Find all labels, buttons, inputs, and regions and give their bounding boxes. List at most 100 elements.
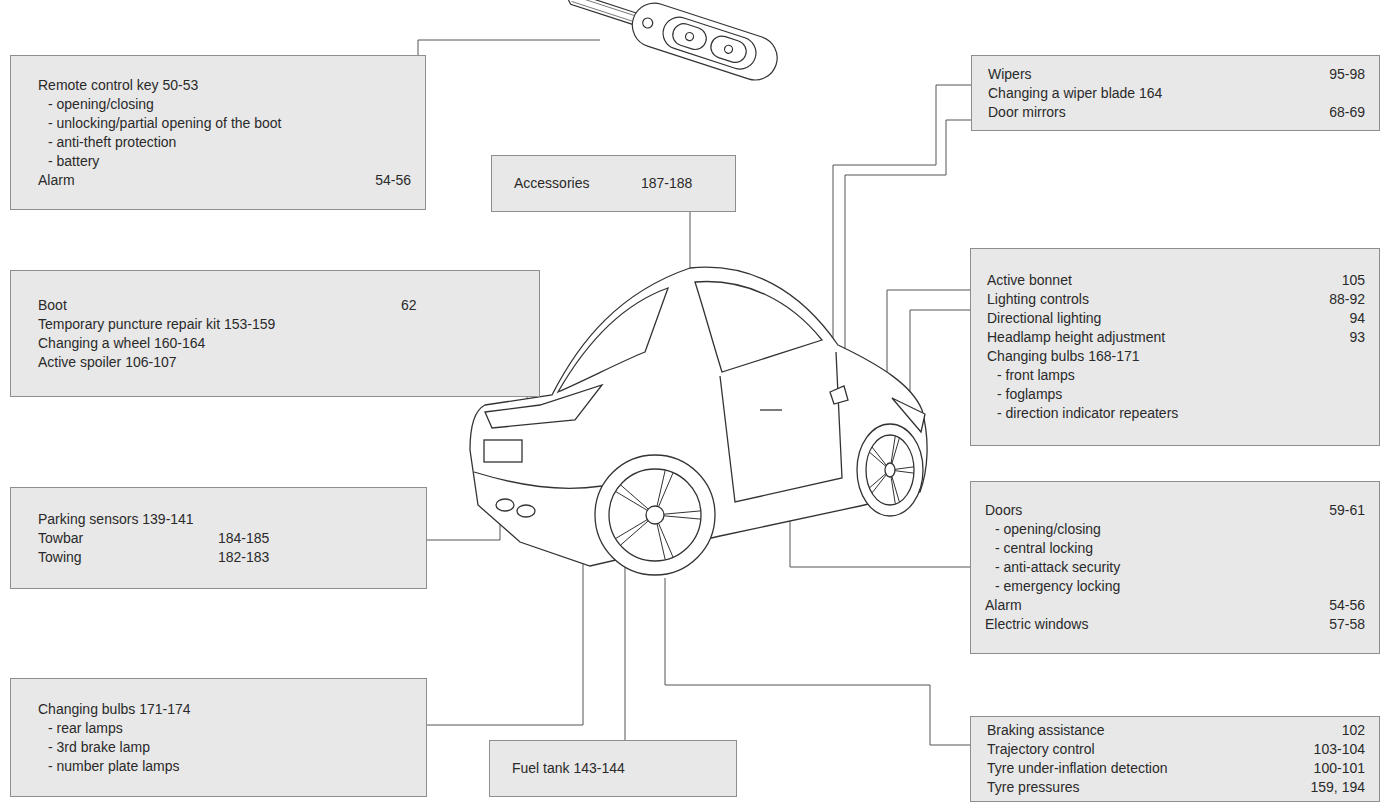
entry-text: - opening/closing (48, 95, 154, 114)
entry-text: Boot (38, 296, 67, 315)
index-row: - battery (38, 152, 411, 171)
wheel-spoke (872, 447, 886, 465)
index-row: Alarm54-56 (38, 171, 411, 190)
wheel-spoke (664, 511, 701, 514)
wheel-spoke (620, 485, 648, 509)
index-row: Electric windows 57-58 (985, 615, 1365, 634)
index-row: Towing182-183 (38, 548, 412, 567)
page-number: 68-69 (1319, 103, 1365, 122)
leader-line (910, 310, 970, 408)
leader-line (845, 120, 971, 392)
entry-text: Trajectory control (987, 740, 1095, 759)
index-row: - central locking (985, 539, 1365, 558)
page-number: 105 (1332, 271, 1365, 290)
page-number: 182-183 (218, 548, 269, 567)
wheel-spoke (664, 516, 701, 519)
index-box: Boot62Temporary puncture repair kit 153-… (10, 270, 540, 397)
entry-text: - battery (48, 152, 99, 171)
index-box: Accessories187-188 (491, 155, 736, 212)
index-row: Tyre pressures159, 194 (987, 778, 1365, 797)
wheel-spoke (895, 471, 914, 474)
index-row: Lighting controls 88-92 (987, 290, 1365, 309)
index-row: - unlocking/partial opening of the boot (38, 114, 411, 133)
entry-text: - direction indicator repeaters (997, 404, 1178, 423)
index-row: - anti-theft protection (38, 133, 411, 152)
index-row: Headlamp height adjustment 93 (987, 328, 1365, 347)
index-row: Changing a wheel 160-164 (38, 334, 525, 353)
index-box: Braking assistance 102Trajectory control 1… (970, 716, 1380, 802)
wheel-spoke (616, 520, 648, 539)
page-number: 93 (1339, 328, 1365, 347)
wheel-spoke (895, 467, 914, 470)
entry-text: - 3rd brake lamp (48, 738, 150, 757)
entry-text: Towbar (38, 529, 83, 548)
index-row: - foglamps (987, 385, 1365, 404)
page-number: 95-98 (1319, 65, 1365, 84)
index-row: Changing bulbs 171-174 (38, 700, 412, 719)
index-row: Changing a wiper blade 164 (988, 84, 1365, 103)
index-row: - opening/closing (985, 520, 1365, 539)
index-box: Changing bulbs 171-174- rear lamps- 3rd … (10, 678, 427, 797)
index-row: Wipers95-98 (988, 65, 1365, 84)
entry-text: Headlamp height adjustment (987, 328, 1165, 347)
index-box: Remote control key 50-53- opening/closin… (10, 55, 426, 210)
leader-line (690, 212, 691, 270)
page-number: 103-104 (1304, 740, 1365, 759)
entry-text: Tyre under-inflation detection (987, 759, 1168, 778)
entry-text: Directional lighting (987, 309, 1101, 328)
entry-text: Alarm (985, 596, 1022, 615)
entry-text: Changing a wheel 160-164 (38, 334, 205, 353)
entry-text: - emergency locking (995, 577, 1120, 596)
index-row: Changing bulbs 168-171 (987, 347, 1365, 366)
index-row: - front lamps (987, 366, 1365, 385)
index-row: Door mirrors68-69 (988, 103, 1365, 122)
index-row: Boot62 (38, 296, 525, 315)
page-number: 88-92 (1319, 290, 1365, 309)
entry-text: Parking sensors 139-141 (38, 510, 194, 529)
entry-text: Temporary puncture repair kit 153-159 (38, 315, 275, 334)
index-row: Tyre under-inflation detection 100-101 (987, 759, 1365, 778)
entry-text: - opening/closing (995, 520, 1101, 539)
entry-text: Lighting controls (987, 290, 1089, 309)
leader-line (665, 578, 970, 745)
index-row: Active bonnet 105 (987, 271, 1365, 290)
remote-key (560, 0, 783, 86)
entry-text: Accessories (514, 174, 589, 193)
entry-text: Doors (985, 501, 1022, 520)
wheel-spoke (891, 477, 895, 504)
index-row: Fuel tank 143-144 (512, 759, 722, 778)
entry-text: Active bonnet (987, 271, 1072, 290)
entry-text: Fuel tank 143-144 (512, 759, 625, 778)
index-box: Fuel tank 143-144 (489, 740, 737, 797)
entry-text: - rear lamps (48, 719, 123, 738)
wheel-spoke (659, 473, 674, 507)
page-number: 59-61 (1319, 501, 1365, 520)
page-number: 100-101 (1304, 759, 1365, 778)
page-number: 102 (1332, 721, 1365, 740)
index-box: Active bonnet105Lighting controls88-92Di… (970, 248, 1380, 446)
index-box: Wipers95-98Changing a wiper blade 164Doo… (971, 55, 1380, 131)
entry-text: Changing a wiper blade 164 (988, 84, 1162, 103)
entry-text: Changing bulbs 168-171 (987, 347, 1140, 366)
index-box: Doors 59-61 - opening/closing- central loc… (970, 481, 1380, 654)
index-row: - emergency locking (985, 577, 1365, 596)
page-number: 54-56 (365, 171, 411, 190)
index-row: - 3rd brake lamp (38, 738, 412, 757)
index-row: Parking sensors 139-141 (38, 510, 412, 529)
index-row: Directional lighting94 (987, 309, 1365, 328)
wheel-spoke (892, 438, 900, 464)
entry-text: Braking assistance (987, 721, 1105, 740)
index-row: Doors 59-61 (985, 501, 1365, 520)
index-row: Alarm 54-56 (985, 596, 1365, 615)
entry-text: - number plate lamps (48, 757, 180, 776)
page-number: 57-58 (1319, 615, 1365, 634)
index-row: Towbar184-185 (38, 529, 412, 548)
entry-text: - anti-theft protection (48, 133, 176, 152)
entry-text: Active spoiler 106-107 (38, 353, 177, 372)
entry-text: - front lamps (997, 366, 1075, 385)
index-row: - opening/closing (38, 95, 411, 114)
entry-text: Electric windows (985, 615, 1088, 634)
entry-text: - unlocking/partial opening of the boot (48, 114, 282, 133)
index-row: Remote control key 50-53 (38, 76, 411, 95)
page-number: 54-56 (1319, 596, 1365, 615)
